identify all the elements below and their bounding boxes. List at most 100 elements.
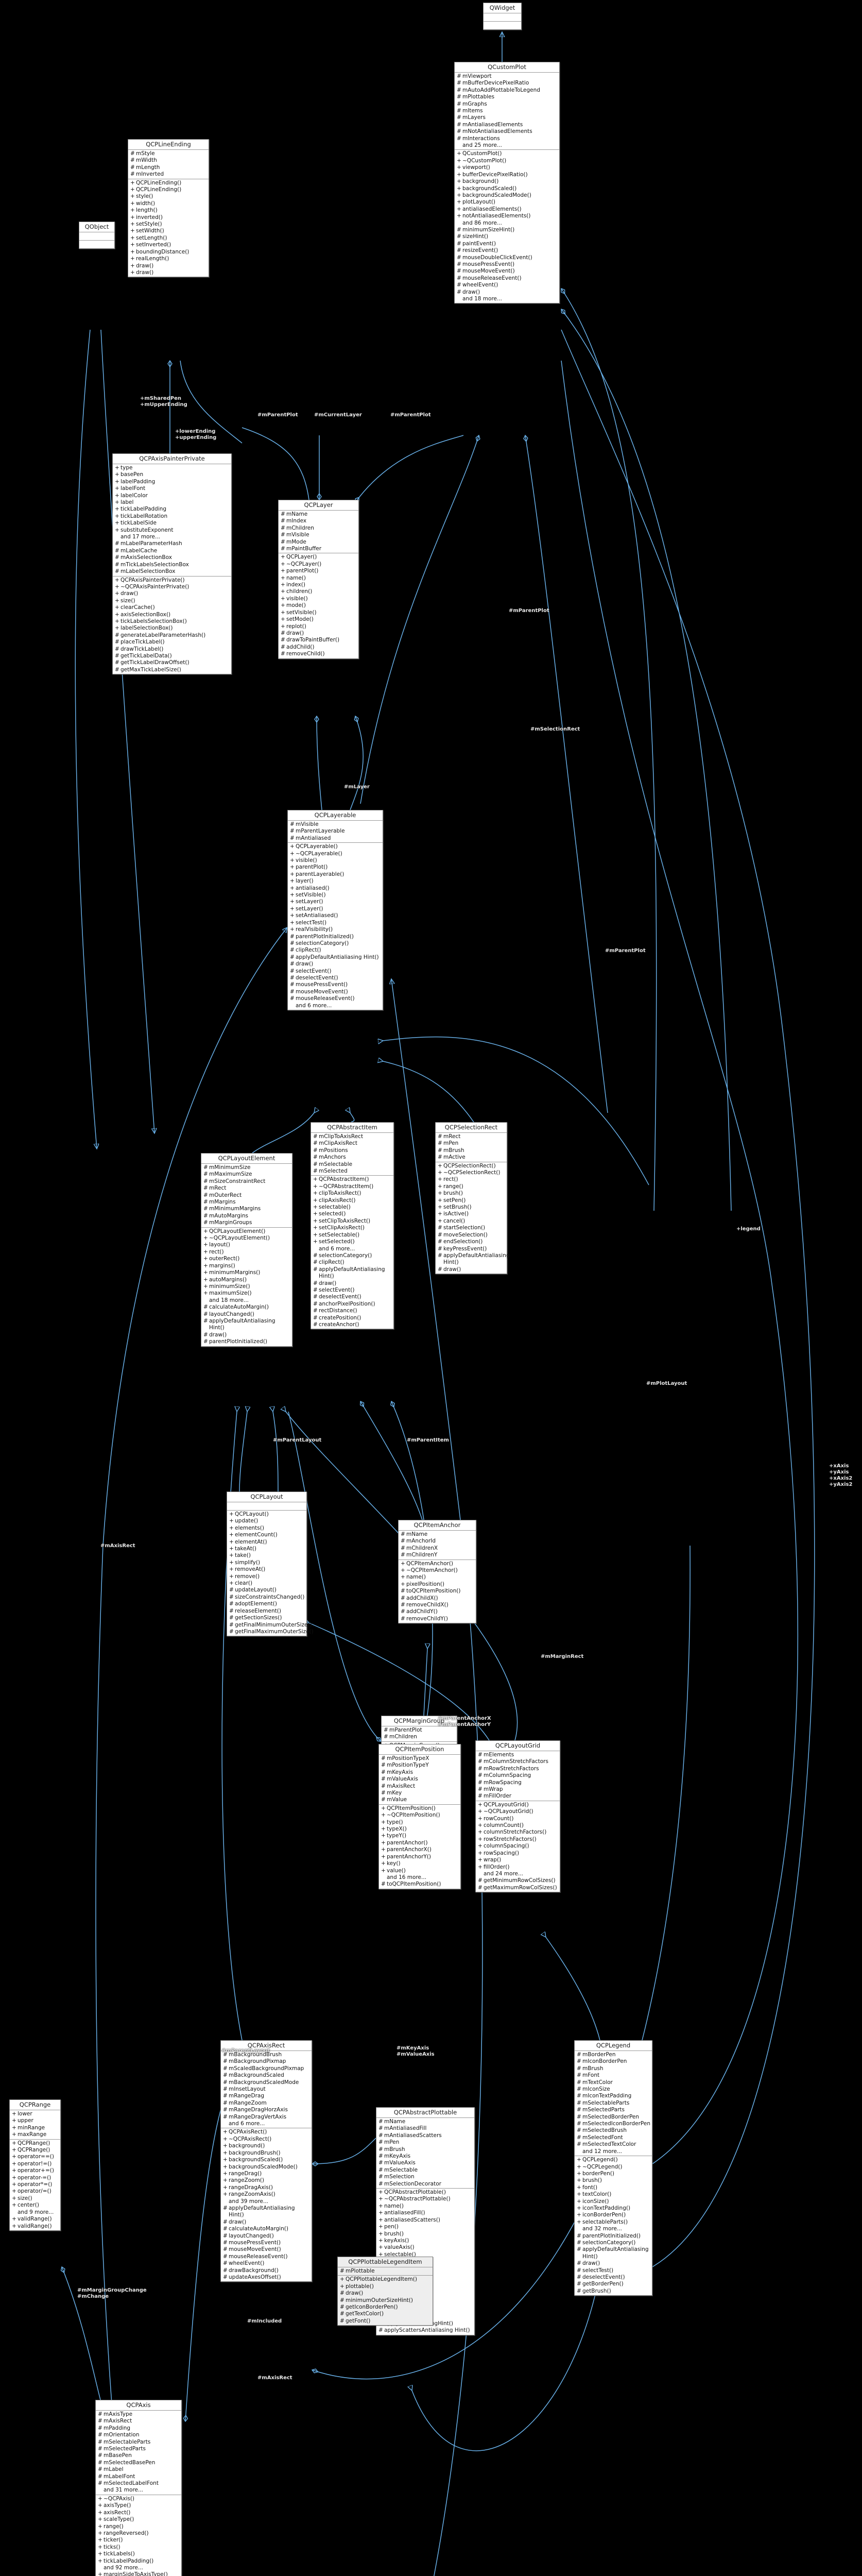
class-node-qcpplottablelegenditem[interactable]: QCPPlottableLegendItem#mPlottable+QCPPlo… (337, 2257, 433, 2326)
class-member-row: #draw() (201, 1332, 292, 1338)
visibility-marker: # (378, 2139, 383, 2146)
class-member-row: #mAutoMargins (201, 1213, 292, 1219)
visibility-marker: # (223, 2052, 228, 2058)
member-name: mBufferDevicePixelRatio (462, 80, 529, 87)
class-member-row: +pen() (376, 2224, 474, 2230)
visibility-marker: # (223, 2107, 228, 2113)
class-node-qwidget[interactable]: QWidget (483, 3, 522, 30)
visibility-marker: # (378, 2160, 383, 2166)
member-name: draw() (286, 630, 304, 636)
visibility-marker: # (401, 1615, 405, 1622)
class-member-row: #mIndex (279, 518, 358, 524)
class-member-row: +isActive() (436, 1211, 507, 1217)
member-name: mRangeDragHorzAxis (229, 2107, 288, 2113)
class-member-row: +value() (379, 1868, 460, 1874)
class-member-row: #drawTickLabel() (113, 646, 231, 653)
class-member-row: #mLength (128, 164, 209, 171)
class-node-qcplayer[interactable]: QCPLayer#mName#mIndex#mChildren#mVisible… (278, 500, 359, 659)
member-name: tickLabelPadding() (104, 2557, 154, 2564)
visibility-marker: # (281, 546, 285, 552)
class-member-row: +setVisible() (288, 892, 383, 899)
class-member-row: +operator-=() (10, 2175, 60, 2181)
visibility-marker: + (478, 1808, 482, 1815)
class-member-row: #wheelEvent() (455, 282, 559, 289)
class-node-qcpaxis[interactable]: QCPAxis#mAxisType#mAxisRect#mPadding#mOr… (95, 2400, 182, 2576)
member-name: mPaintBuffer (286, 546, 322, 552)
member-name: keyAxis() (384, 2237, 409, 2244)
class-node-qcpitemanchor[interactable]: QCPItemAnchor#mName#mAnchorId#mChildrenX… (398, 1520, 476, 1624)
class-node-qcplineending[interactable]: QCPLineEnding#mStyle#mWidth#mLength#mInv… (128, 139, 209, 278)
class-node-qcplegend[interactable]: QCPLegend#mBorderPen#mIconBorderPen#mBru… (574, 2040, 652, 2296)
visibility-marker: # (313, 1294, 318, 1300)
visibility-marker: # (577, 2072, 581, 2079)
visibility-marker: # (577, 2274, 581, 2280)
member-name: index() (286, 582, 305, 588)
class-member-row: #selectionCategory() (575, 2240, 652, 2246)
class-member-row: #deselectEvent() (311, 1294, 393, 1300)
visibility-marker: # (401, 1552, 405, 1558)
class-node-qcpselectionrect[interactable]: QCPSelectionRect#mRect#mPen#mBrush#mActi… (435, 1122, 510, 1275)
member-name: drawBackground() (229, 2267, 279, 2274)
class-member-row: +realLength() (128, 256, 209, 262)
member-name: setSelected() (319, 1239, 355, 1245)
visibility-marker: # (290, 947, 295, 954)
class-member-row: #selectTest() (575, 2267, 652, 2274)
member-name: mName (286, 511, 308, 517)
class-node-qcpabstractitem[interactable]: QCPAbstractItem#mClipToAxisRect#mClipAxi… (311, 1122, 394, 1330)
member-name: setVisible() (296, 892, 326, 899)
class-node-qcplayoutelement[interactable]: QCPLayoutElement#mMinimumSize#mMaximumSi… (201, 1153, 292, 1347)
visibility-marker: + (281, 588, 285, 595)
member-name: columnStretchFactors() (484, 1829, 547, 1836)
member-name: mousePressEvent() (462, 261, 515, 267)
visibility-marker: # (313, 1314, 318, 1321)
class-node-qcplayoutgrid[interactable]: QCPLayoutGrid#mElements#mColumnStretchFa… (475, 1740, 560, 1893)
member-name: applyDefaultAntialiasing Hint() (296, 954, 379, 960)
class-node-qobject[interactable]: QObject (79, 222, 115, 249)
class-member-row: +maxRange (10, 2131, 60, 2138)
member-name: tickLabelPadding (120, 506, 167, 513)
member-name: QCPLayoutElement() (209, 1228, 266, 1234)
visibility-marker: + (290, 864, 295, 871)
visibility-marker: # (98, 2473, 102, 2480)
class-member-row: +selectable() (311, 1204, 393, 1211)
visibility-marker: # (98, 2438, 102, 2445)
class-node-qcpaxisrect[interactable]: QCPAxisRect#mBackgroundBrush#mBackground… (220, 2040, 312, 2282)
visibility-marker: # (577, 2058, 581, 2065)
member-name: upper (18, 2117, 33, 2124)
class-member-row: +rangeDragAxis() (221, 2184, 312, 2191)
visibility-marker: # (378, 2132, 383, 2139)
class-node-qcpaxispainterprivate[interactable]: QCPAxisPainterPrivate+type+basePen+label… (112, 453, 232, 675)
class-member-row: #mBasePen (96, 2452, 181, 2459)
visibility-marker: # (577, 2086, 581, 2093)
class-member-row: +valueAxis() (376, 2244, 474, 2251)
class-member-row: #mSelectableParts (96, 2439, 181, 2446)
class-node-qcpitemposition[interactable]: QCPItemPosition#mPositionTypeX#mPosition… (378, 1744, 461, 1889)
visibility-marker: + (438, 1176, 442, 1183)
visibility-marker: # (577, 2079, 581, 2086)
visibility-marker: + (401, 1567, 405, 1574)
member-name: labelColor (120, 492, 148, 499)
class-node-qcustomplot[interactable]: QCustomPlot#mViewport#mBufferDevicePixel… (454, 62, 560, 304)
visibility-marker: # (313, 1140, 318, 1147)
class-member-row: +~QCPAbstractItem() (311, 1183, 393, 1190)
class-member-row: +QCPLayer() (279, 554, 358, 561)
visibility-marker: # (115, 568, 119, 575)
attributes-section: #mRect#mPen#mBrush#mActive (436, 1133, 507, 1162)
class-member-row: #calculateAutoMargin() (221, 2226, 312, 2232)
class-node-qcpmarginroup2[interactable]: QCPRange+lower+upper+minRange+maxRange+Q… (9, 2099, 61, 2231)
class-member-row: #draw() (288, 961, 383, 968)
class-member-row: +font() (575, 2184, 652, 2191)
class-member-row: #mVisible (279, 532, 358, 538)
class-member-row: +~QCPAxis() (96, 2496, 181, 2502)
class-node-qcplayout[interactable]: QCPLayout+QCPLayout()+update()+elements(… (227, 1492, 314, 1637)
member-name: QCustomPlot() (462, 150, 502, 157)
class-title: QCPLayout (227, 1492, 306, 1502)
visibility-marker: + (223, 2143, 228, 2149)
visibility-marker: # (313, 1280, 318, 1286)
class-node-qcplayerable[interactable]: QCPLayerable#mVisible#mParentLayerable#m… (287, 810, 383, 1010)
member-name: mSizeConstraintRect (209, 1178, 266, 1184)
visibility-marker: + (290, 919, 295, 926)
class-member-row: #mSelected (311, 1168, 393, 1175)
member-name: mChildren (286, 524, 314, 531)
member-name: rowSpacing() (484, 1850, 520, 1856)
